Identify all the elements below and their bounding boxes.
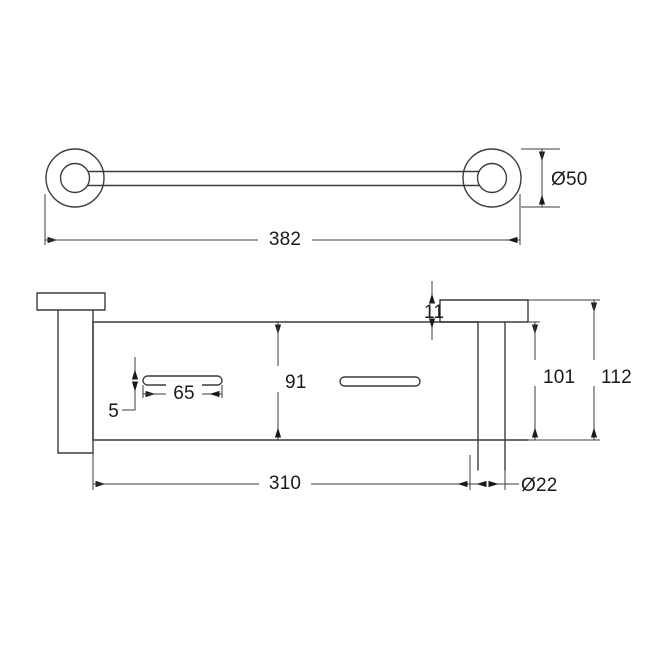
left-mount-inner-circle (59, 162, 91, 194)
shelf-length-dimension: 310 (92, 453, 471, 496)
right-bracket-post (477, 321, 529, 471)
slot-offset-label: 5 (108, 401, 119, 422)
slot-length-label: 65 (173, 383, 195, 404)
centre-slot (339, 376, 421, 387)
overall-height-dimension: 112 (528, 299, 632, 441)
overall-length-dimension: 382 (44, 194, 521, 252)
left-bracket-post (57, 309, 94, 454)
front-view-group: 11 5 65 91 (36, 281, 632, 496)
overall-height-label-backdrop (578, 360, 612, 386)
bracket-thickness-label: 11 (424, 302, 444, 323)
body-height-label: 91 (285, 372, 307, 393)
slot-offset-dimension: 5 (108, 357, 139, 422)
right-wall-mount (462, 148, 522, 208)
post-height-label-backdrop (520, 360, 554, 386)
bracket-thickness-dimension: 11 (424, 281, 444, 340)
mount-diameter-dimension: Ø50 (521, 148, 588, 208)
body-height-label-backdrop (266, 366, 292, 392)
slot-length-dimension: 65 (142, 382, 223, 406)
slot-label-backdrop (166, 382, 202, 406)
mount-diameter-label: Ø50 (551, 169, 588, 190)
shelf-body (92, 321, 479, 441)
post-height-dimension: 101 (505, 321, 575, 441)
overall-length-label: 382 (269, 229, 301, 250)
left-bracket-plate (36, 292, 106, 311)
left-mount-outer-circle (45, 148, 105, 208)
overall-height-label: 112 (601, 367, 632, 388)
right-mount-inner-circle (476, 162, 508, 194)
top-view-group: Ø50 382 (44, 148, 588, 252)
shelf-length-label: 310 (269, 473, 301, 494)
post-diameter-label: Ø22 (521, 475, 558, 496)
connecting-rail (87, 170, 480, 187)
left-wall-mount (45, 148, 105, 208)
offset-leader-line (122, 403, 136, 411)
body-height-dimension: 91 (266, 322, 307, 440)
right-mount-outer-circle (462, 148, 522, 208)
right-bracket-plate (439, 299, 529, 323)
length-label-backdrop (258, 228, 312, 252)
post-height-label: 101 (543, 367, 575, 388)
post-diameter-dimension: Ø22 (470, 470, 558, 496)
shelf-length-label-backdrop (259, 472, 311, 496)
